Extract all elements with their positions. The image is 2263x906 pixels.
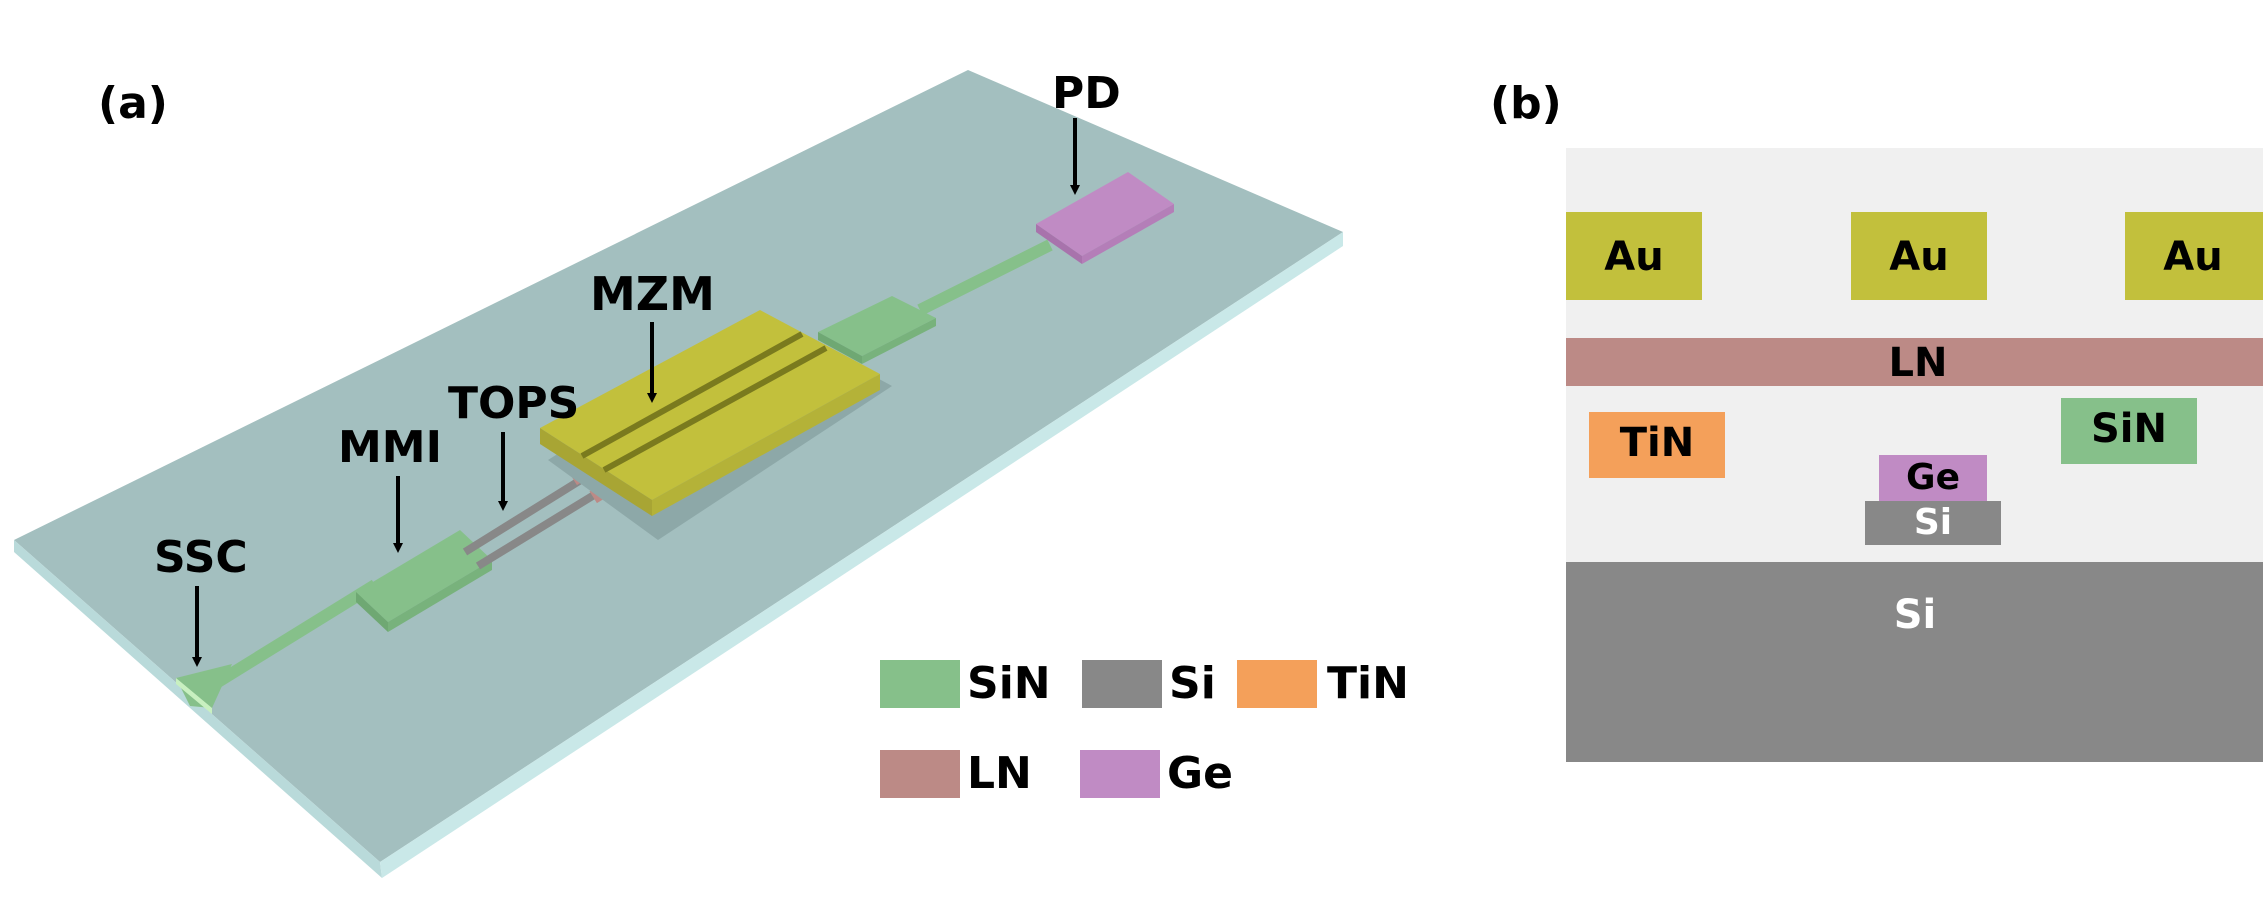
- substrate-edge-front: [14, 540, 382, 878]
- panel-a: (a): [14, 68, 1343, 878]
- au-mid-label: Au: [1889, 234, 1948, 280]
- si-waveguide-lower: [475, 480, 615, 570]
- panel-b: (b) Si Au Au Au LN TiN SiN Ge Si: [1490, 78, 2263, 762]
- pd-block: [1036, 172, 1174, 264]
- au-electrode-left: [1566, 212, 1702, 300]
- ssc-callout-label: SSC: [154, 532, 248, 583]
- au-right-label: Au: [2163, 234, 2222, 280]
- legend-item-si: Si: [1082, 658, 1216, 709]
- pd-callout-label: PD: [1052, 68, 1121, 119]
- legend-swatch-ge: [1080, 750, 1160, 798]
- legend-swatch-sin: [880, 660, 960, 708]
- legend-swatch-si: [1082, 660, 1162, 708]
- legend-label-si: Si: [1169, 658, 1216, 709]
- legend-label-ge: Ge: [1167, 748, 1233, 799]
- sin-waveguide-pd: [917, 239, 1053, 316]
- si-substrate: [1566, 562, 2263, 762]
- legend-item-tin: TiN: [1237, 658, 1409, 709]
- legend-item-ge: Ge: [1080, 748, 1233, 799]
- mzm-callout-label: MZM: [590, 267, 715, 321]
- ge-detector: [1879, 455, 1987, 501]
- tin-heater: [1589, 412, 1725, 478]
- tops-callout-label: TOPS: [448, 378, 579, 429]
- substrate-edge-right: [380, 232, 1343, 878]
- au-electrode-mid: [1851, 212, 1987, 300]
- au-electrode-right: [2125, 212, 2263, 300]
- ln-label: LN: [1889, 340, 1948, 386]
- ge-label: Ge: [1906, 457, 1960, 498]
- si-small-label: Si: [1914, 502, 1952, 543]
- sin-label: SiN: [2091, 406, 2167, 452]
- mmi-callout-label: MMI: [338, 422, 442, 473]
- legend-swatch-ln: [880, 750, 960, 798]
- ssc-facet: [176, 678, 212, 714]
- mzm-top: [540, 310, 880, 500]
- legend-label-ln: LN: [967, 748, 1032, 799]
- legend-label-sin: SiN: [967, 658, 1051, 709]
- si-waveguide-section: [1865, 501, 2001, 545]
- tin-label: TiN: [1620, 420, 1694, 466]
- legend: SiN Si TiN LN Ge: [880, 658, 1409, 799]
- legend-item-ln: LN: [880, 748, 1032, 799]
- au-left-label: Au: [1604, 234, 1663, 280]
- legend-item-sin: SiN: [880, 658, 1051, 709]
- mmi-block: [356, 530, 492, 632]
- panel-a-label: (a): [98, 78, 168, 129]
- ssc-taper: [176, 664, 232, 708]
- mzm-side-right: [652, 374, 880, 516]
- si-substrate-label: Si: [1894, 592, 1937, 638]
- mzm-gap-lower: [602, 345, 828, 473]
- mzm-side-front: [540, 428, 652, 516]
- sin-waveguide-ssc-mmi: [201, 579, 379, 696]
- legend-label-tin: TiN: [1327, 658, 1409, 709]
- legend-swatch-tin: [1237, 660, 1317, 708]
- mzm-output-block: [818, 296, 936, 364]
- mzm-gap-upper: [580, 331, 804, 459]
- sin-waveguide-section: [2061, 398, 2197, 464]
- mzm-block: [540, 310, 892, 540]
- panel-b-label: (b): [1490, 78, 1562, 129]
- ln-layer: [1566, 338, 2263, 386]
